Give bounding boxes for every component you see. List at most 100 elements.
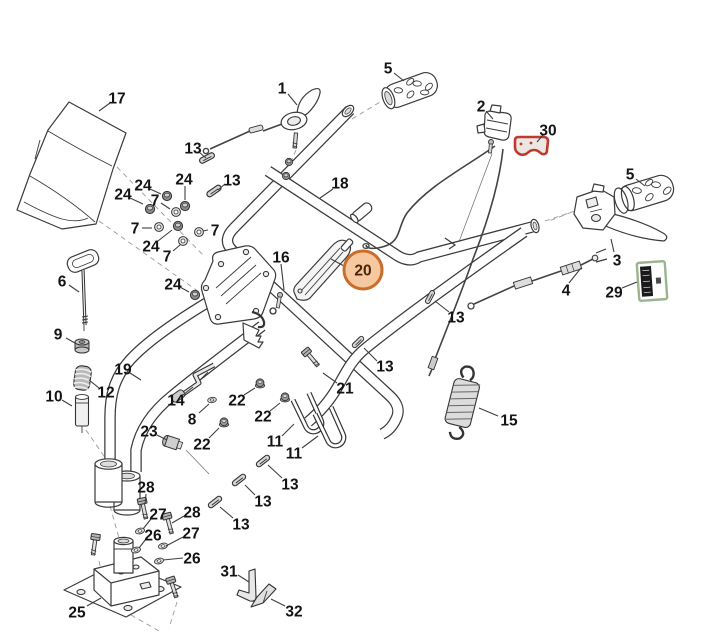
- leader-line-12: [88, 379, 100, 389]
- callout-13c[interactable]: 13: [447, 310, 465, 327]
- leader-line-6: [68, 284, 80, 293]
- callout-30[interactable]: 30: [539, 123, 556, 140]
- leader-line-18: [319, 188, 334, 199]
- handle-cover: [16, 101, 127, 230]
- callout-24e[interactable]: 24: [164, 277, 182, 294]
- callout-11a[interactable]: 11: [267, 434, 284, 451]
- callout-7a[interactable]: 7: [151, 193, 160, 210]
- callout-5a[interactable]: 5: [384, 61, 393, 78]
- t-handle: [66, 249, 100, 331]
- callout-9[interactable]: 9: [54, 327, 63, 344]
- callout-20[interactable]: 20: [354, 263, 371, 280]
- leader-line-16: [280, 263, 285, 291]
- mounting-plate: [200, 245, 284, 349]
- leader-line-13d: [363, 347, 378, 362]
- callout-7b[interactable]: 7: [131, 221, 140, 238]
- callout-13e[interactable]: 13: [281, 477, 299, 494]
- callout-3[interactable]: 3: [613, 253, 622, 270]
- brake-lever: [573, 183, 668, 242]
- callout-14[interactable]: 14: [167, 393, 185, 410]
- leader-line-7d: [172, 244, 181, 252]
- callout-26a[interactable]: 26: [144, 528, 162, 545]
- information-label-part29: [635, 260, 669, 302]
- leader-line-28b: [171, 515, 185, 524]
- callout-5b[interactable]: 5: [626, 167, 635, 184]
- callout-2[interactable]: 2: [477, 99, 486, 116]
- leader-line-22b: [269, 402, 281, 412]
- callout-25[interactable]: 25: [68, 605, 86, 622]
- callout-22b[interactable]: 22: [254, 409, 271, 426]
- leader-line-1: [287, 93, 298, 106]
- callout-10[interactable]: 10: [45, 389, 62, 406]
- leader-line-3: [610, 238, 615, 253]
- callout-13g[interactable]: 13: [232, 517, 250, 534]
- callout-21[interactable]: 21: [336, 381, 354, 398]
- callout-16[interactable]: 16: [272, 250, 290, 267]
- leader-line-2: [485, 110, 494, 120]
- callout-1[interactable]: 1: [278, 81, 287, 98]
- leader-line-29: [621, 281, 638, 289]
- callout-31[interactable]: 31: [220, 564, 238, 581]
- leader-line-32: [270, 598, 286, 607]
- leader-line-10: [61, 399, 73, 407]
- compression-spring: [72, 365, 92, 391]
- bolt-part21: [300, 346, 322, 370]
- leader-line-5b: [635, 178, 646, 187]
- callout-17[interactable]: 17: [108, 91, 125, 108]
- callout-18[interactable]: 18: [331, 176, 349, 193]
- callout-24c[interactable]: 24: [175, 172, 193, 189]
- leader-line-9: [65, 337, 76, 344]
- highlight-circle-part20[interactable]: [342, 249, 384, 291]
- callout-7d[interactable]: 7: [163, 249, 172, 266]
- callout-22c[interactable]: 22: [193, 437, 210, 454]
- leader-line-23: [156, 434, 168, 441]
- detent-pin: [74, 394, 90, 433]
- callout-27b[interactable]: 27: [182, 526, 199, 543]
- callout-13a[interactable]: 13: [184, 141, 202, 158]
- callout-6[interactable]: 6: [58, 274, 67, 291]
- leader-line-7c: [202, 229, 209, 232]
- leader-line-31: [237, 574, 250, 583]
- leader-line-22c: [208, 427, 220, 439]
- leader-line-13e: [267, 464, 283, 479]
- callout-23[interactable]: 23: [140, 424, 158, 441]
- clutch-cable: [467, 248, 608, 310]
- callout-27a[interactable]: 27: [149, 507, 166, 524]
- callout-13d[interactable]: 13: [376, 359, 394, 376]
- callout-24d[interactable]: 24: [142, 239, 160, 256]
- callout-24a[interactable]: 24: [134, 178, 152, 195]
- callout-28a[interactable]: 28: [137, 480, 155, 497]
- callout-26b[interactable]: 26: [183, 551, 201, 568]
- callout-12[interactable]: 12: [97, 385, 114, 402]
- callout-28b[interactable]: 28: [183, 505, 201, 522]
- guard-bracket: [236, 568, 277, 608]
- leader-line-22a: [243, 387, 256, 396]
- leader-line-15: [478, 407, 499, 417]
- leader-line-13g: [219, 506, 234, 519]
- callout-11b[interactable]: 11: [286, 446, 303, 463]
- callout-19[interactable]: 19: [114, 362, 132, 379]
- leader-line-8: [198, 403, 210, 414]
- callout-13b[interactable]: 13: [223, 173, 241, 190]
- leader-line-26a: [138, 538, 147, 549]
- callout-7c[interactable]: 7: [211, 223, 220, 240]
- callout-24b[interactable]: 24: [114, 187, 132, 204]
- leader-line-24e: [179, 286, 190, 293]
- callout-22a[interactable]: 22: [228, 393, 245, 410]
- leader-line-11b: [301, 435, 319, 449]
- leader-line-19: [129, 372, 142, 381]
- leader-line-21: [322, 372, 338, 384]
- callout-15[interactable]: 15: [500, 413, 518, 430]
- callout-4[interactable]: 4: [562, 283, 571, 300]
- leader-line-14: [182, 386, 194, 396]
- grip-left: [381, 71, 438, 110]
- callout-29[interactable]: 29: [605, 285, 623, 302]
- screw-plug: [162, 434, 184, 451]
- callout-8[interactable]: 8: [188, 412, 197, 429]
- highlighted-bracket-part30[interactable]: [513, 135, 550, 157]
- callout-32[interactable]: 32: [285, 604, 302, 621]
- handlebar-frame: [221, 104, 540, 440]
- callout-13f[interactable]: 13: [254, 494, 272, 511]
